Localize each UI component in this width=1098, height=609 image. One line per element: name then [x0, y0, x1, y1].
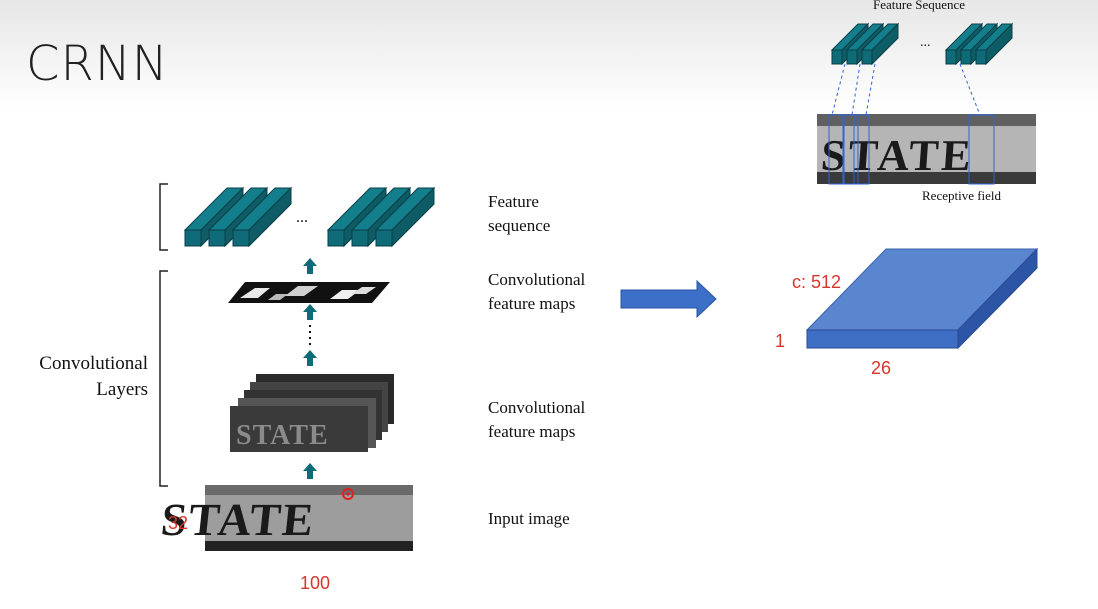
feature-sequence-bracket: [159, 183, 168, 251]
feature-sequence-ellipsis: ...: [296, 209, 308, 226]
up-arrow: [303, 350, 317, 366]
cursor-indicator: [342, 488, 354, 500]
feature-sequence-label: Feature sequence: [488, 192, 551, 235]
receptive-connector: [865, 63, 876, 116]
input-image-label: Input image: [488, 509, 570, 528]
right-feature-sequence-prisms-left: [830, 22, 900, 66]
tensor-block: [805, 247, 1039, 350]
receptive-window: [828, 114, 845, 185]
tensor-width-label: 26: [871, 358, 892, 378]
conv-feature-maps-label-bottom: Convolutional feature maps: [488, 398, 586, 441]
prism: [860, 22, 900, 66]
feature-sequence-prisms-right: [326, 186, 436, 248]
receptive-image-text: STATE: [819, 131, 975, 180]
prism: [231, 186, 293, 248]
receptive-connector: [959, 63, 981, 116]
header-band: [0, 0, 1098, 110]
conv-layers-label: Convolutional Layers: [39, 353, 148, 400]
up-arrow: [303, 258, 317, 274]
conv-feature-maps-label-top: Convolutional feature maps: [488, 270, 586, 313]
receptive-window: [968, 114, 995, 185]
feature-sequence-title: Feature Sequence: [873, 0, 966, 12]
conv-layers-bracket: [159, 270, 168, 487]
feature-sequence-prisms-left: [183, 186, 293, 248]
conv-feature-map-thin: [228, 282, 390, 303]
conv-feature-maps-stack: STATE: [230, 374, 394, 452]
slide-title: CRNN: [26, 36, 169, 92]
up-arrow: [303, 463, 317, 479]
tensor-height-label: 1: [775, 331, 786, 351]
receptive-window: [853, 114, 870, 185]
input-image: STATE: [159, 485, 413, 551]
receptive-field-image: STATE: [817, 114, 1036, 185]
receptive-connector: [831, 63, 846, 116]
right-feature-sequence-prisms-right: [944, 22, 1014, 66]
receptive-connector: [851, 63, 861, 116]
tensor-channels-label: c: 512: [792, 272, 842, 292]
receptive-field-label: Receptive field: [922, 188, 1002, 203]
prism: [374, 186, 436, 248]
receptive-window: [842, 114, 859, 185]
right-ellipsis: ...: [920, 35, 931, 50]
input-height-label: 32: [168, 513, 189, 533]
transform-arrow: [620, 279, 717, 319]
up-arrow: [303, 304, 317, 320]
input-image-text: STATE: [159, 494, 318, 545]
prism: [974, 22, 1014, 66]
svg-text:STATE: STATE: [236, 420, 329, 451]
input-width-label: 100: [300, 573, 331, 593]
